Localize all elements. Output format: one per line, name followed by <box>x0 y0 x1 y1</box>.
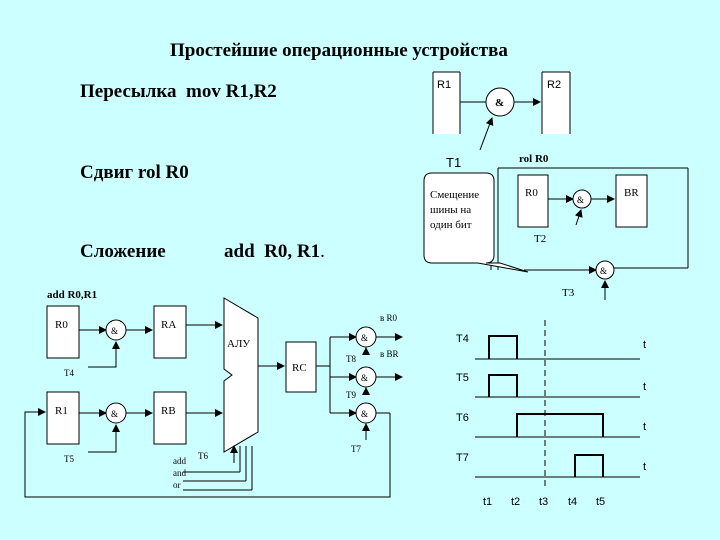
and-label-t8: & <box>361 333 368 343</box>
callout-bubble <box>423 172 529 273</box>
transfer-line: Пересылка mov R1,R2 <box>80 81 277 102</box>
ctrl-add: add <box>173 456 186 466</box>
rol-r0-label: R0 <box>525 187 538 199</box>
rc-label: RC <box>292 362 307 374</box>
rol-diagram: rol R0 R0 & BR T2 & T3 Смещение шины на … <box>423 153 689 300</box>
timing-t6-label: T6 <box>456 412 469 424</box>
rol-and-label: & <box>577 195 584 205</box>
ctrl-or: or <box>173 480 181 490</box>
t5-pulse <box>488 374 518 397</box>
callout-line-3: один бит <box>430 219 472 231</box>
add-r1-label: R1 <box>55 405 68 417</box>
rol-r0-register <box>517 174 549 228</box>
add-and-label-t4: & <box>111 326 118 336</box>
add-command-text: add R0, R1 <box>224 241 321 262</box>
rol-and-gate-2 <box>595 260 615 280</box>
ra-register <box>153 305 187 359</box>
mov-diagram: R1 R2 & T1 <box>432 71 571 170</box>
ctrl-and: and <box>173 468 186 478</box>
tick-t1: t1 <box>483 496 492 508</box>
add-r0-register <box>46 305 80 359</box>
br-label: BR <box>624 187 639 199</box>
tick-t3: t3 <box>539 496 548 508</box>
alu-label: АЛУ <box>227 338 250 350</box>
add-diagram: add R0,R1 R0 & T4 RA R1 & T5 RB АЛУ T6 <box>24 289 403 498</box>
tick-t5: t5 <box>596 496 605 508</box>
timing-t7-label: T7 <box>456 452 469 464</box>
shift-line: Сдвиг rol R0 <box>80 162 189 183</box>
t7-pulse <box>574 454 604 477</box>
ra-label: RA <box>161 319 176 331</box>
r2-label: R2 <box>547 79 561 91</box>
t9-label: T9 <box>346 390 356 400</box>
rb-label: RB <box>161 405 176 417</box>
to-r0-label: в R0 <box>380 313 398 323</box>
rol-header: rol R0 <box>519 153 549 165</box>
t4-pulse <box>488 335 518 359</box>
tick-t2: t2 <box>511 496 520 508</box>
t8-label: T8 <box>346 354 356 364</box>
add-r0-label: R0 <box>55 319 68 331</box>
r1-register-fill <box>433 72 460 134</box>
alu-block <box>223 297 259 453</box>
add-r1-register <box>46 391 80 445</box>
add-command-dot: . <box>320 241 325 262</box>
t6-pulse <box>516 413 604 437</box>
br-register <box>615 174 648 228</box>
add-and-label-t5: & <box>111 409 118 419</box>
t1-label: T1 <box>446 155 461 170</box>
timing-diagram: T4 t T5 t T6 t T7 t t1 t2 t3 t4 t5 <box>456 320 646 508</box>
add-word: Сложение <box>80 241 166 262</box>
t-axis-label-2: t <box>643 381 646 393</box>
timing-t4-label: T4 <box>456 333 469 345</box>
to-br-label: в BR <box>380 349 399 359</box>
mov-and-label: & <box>495 97 504 109</box>
timing-t5-label: T5 <box>456 372 469 384</box>
rc-register <box>285 341 317 393</box>
rol-and-label-2: & <box>600 266 607 276</box>
rb-register <box>153 391 187 445</box>
callout-line-1: Смещение <box>430 189 479 201</box>
r2-register-fill <box>542 72 570 134</box>
t-axis-label-3: t <box>643 421 646 433</box>
r1-label: R1 <box>437 79 451 91</box>
t-axis-label-4: t <box>643 461 646 473</box>
add-t5-label: T5 <box>64 454 74 464</box>
add-header: add R0,R1 <box>47 289 97 301</box>
add-t4-label: T4 <box>64 368 74 378</box>
callout-line-2: шины на <box>430 204 471 216</box>
t-axis-label-1: t <box>643 339 646 351</box>
t7-label: T7 <box>351 444 361 454</box>
t6-label: T6 <box>198 451 208 461</box>
t2-label: T2 <box>534 233 546 245</box>
and-label-t9: & <box>361 373 368 383</box>
t3-label: T3 <box>562 287 575 299</box>
add-command: add R0, R1. <box>224 241 325 263</box>
tick-t4: t4 <box>568 496 577 508</box>
page-title: Простейшие операционные устройства <box>170 40 508 61</box>
and-label-t7: & <box>361 409 368 419</box>
